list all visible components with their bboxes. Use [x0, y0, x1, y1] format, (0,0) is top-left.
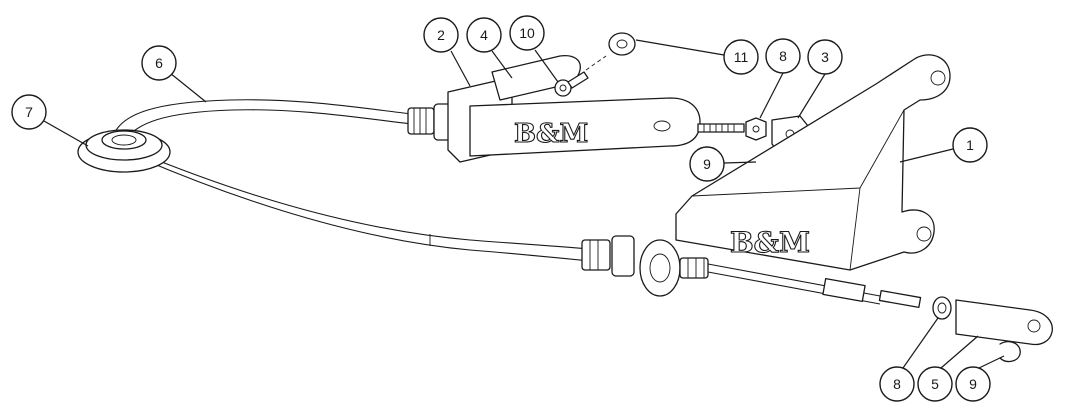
bracket-logo-upper: B&M — [514, 119, 588, 149]
nut-11 — [585, 32, 636, 71]
e-clip-lower — [999, 340, 1021, 363]
callout-9a-label: 9 — [703, 156, 711, 172]
callout-9b-label: 9 — [969, 376, 977, 392]
cable-end-lower — [581, 235, 922, 309]
callout-1-label: 1 — [966, 137, 974, 153]
jam-nut-upper — [745, 117, 767, 141]
callout-5: 5 — [917, 366, 953, 402]
callout-7: 7 — [11, 94, 47, 130]
callout-9a: 9 — [689, 146, 725, 182]
callout-11-label: 11 — [734, 49, 749, 65]
bolt — [554, 71, 589, 97]
callout-8b-label: 8 — [893, 376, 901, 392]
grommet — [77, 129, 171, 173]
callout-2-label: 2 — [437, 27, 445, 43]
callout-3: 3 — [807, 39, 843, 75]
callout-10: 10 — [509, 15, 545, 51]
transmission-bracket: B&M — [675, 54, 951, 271]
callout-7-label: 7 — [25, 104, 33, 120]
jam-nut-lower — [932, 296, 952, 320]
callout-3-label: 3 — [821, 49, 829, 65]
callout-10-label: 10 — [519, 25, 535, 41]
rod-end — [955, 299, 1053, 346]
callout-8a-label: 8 — [779, 48, 787, 64]
bracket-logo-lower: B&M — [730, 226, 810, 259]
callout-8b: 8 — [879, 366, 915, 402]
callout-1: 1 — [952, 127, 988, 163]
leader-lines — [43, 39, 1005, 369]
callout-6-label: 6 — [155, 55, 163, 71]
callout-4-label: 4 — [480, 27, 488, 43]
callout-5-label: 5 — [931, 376, 939, 392]
callout-4: 4 — [466, 17, 502, 53]
shifter-bracket: B&M — [407, 54, 745, 163]
callout-6: 6 — [141, 45, 177, 81]
shift-cable — [111, 99, 601, 263]
callout-9b: 9 — [955, 366, 991, 402]
callout-2: 2 — [423, 17, 459, 53]
callout-11: 11 — [723, 39, 759, 75]
callout-8a: 8 — [765, 38, 801, 74]
